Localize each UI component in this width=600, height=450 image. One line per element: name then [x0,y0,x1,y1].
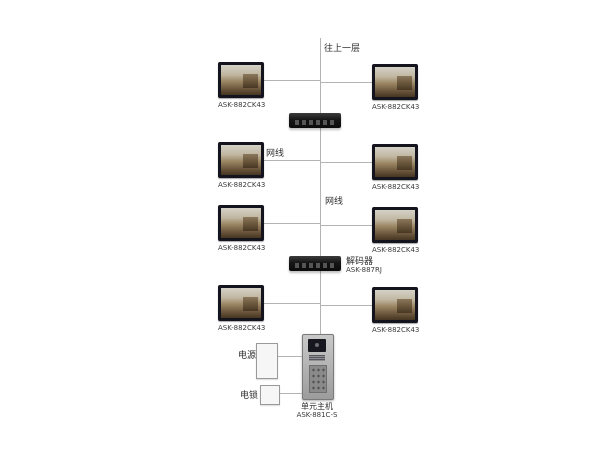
connector-line [276,356,302,357]
lock-label: 电锁 [240,391,259,401]
monitor-frame [218,142,264,178]
monitor-left-3: ASK-882CK43 [218,205,266,252]
connector-line [264,160,320,161]
monitor-model-label: ASK-882CK43 [372,183,420,191]
connector-line [264,80,320,81]
switch-ports [295,120,335,125]
switch-ports [295,263,335,268]
floor-up-label: 往上一层 [324,44,361,54]
door-station-keypad [309,365,327,393]
monitor-screen [375,147,415,177]
door-station-label: 单元主机 [301,402,333,411]
connector-line [264,223,320,224]
monitor-screen [375,67,415,97]
monitor-screen [221,145,261,175]
monitor-right-3: ASK-882CK43 [372,207,420,254]
power-label: 电源 [238,351,257,361]
monitor-model-label: ASK-882CK43 [218,244,266,252]
camera-lens-icon [315,343,319,347]
decoder-model: ASK-887RJ [346,266,382,274]
monitor-model-label: ASK-882CK43 [218,324,266,332]
door-station [302,334,334,400]
monitor-model-label: ASK-882CK43 [372,103,420,111]
monitor-screen [375,290,415,320]
monitor-model-label: ASK-882CK43 [372,246,420,254]
decoder-label: 解码器 [346,257,374,267]
cable-label: 网线 [325,197,344,207]
connector-line [278,393,302,394]
monitor-frame [372,207,418,243]
monitor-frame [372,287,418,323]
door-station-model: ASK-881C-S [296,411,338,419]
monitor-left-4: ASK-882CK43 [218,285,266,332]
monitor-screen [375,210,415,240]
monitor-screen [221,288,261,318]
connector-line [320,305,372,306]
monitor-right-1: ASK-882CK43 [372,64,420,111]
connector-line [320,162,372,163]
monitor-left-2: ASK-882CK43 [218,142,266,189]
door-station-camera [308,339,326,352]
monitor-model-label: ASK-882CK43 [372,326,420,334]
connector-line [320,225,372,226]
monitor-frame [218,205,264,241]
electric-lock-box [260,385,280,405]
monitor-model-label: ASK-882CK43 [218,101,266,109]
monitor-left-1: ASK-882CK43 [218,62,266,109]
cable-label: 网线 [266,149,285,159]
decoder-switch [289,256,341,271]
monitor-frame [218,62,264,98]
monitor-screen [221,208,261,238]
door-station-speaker [309,355,325,361]
connector-line [264,303,320,304]
monitor-right-4: ASK-882CK43 [372,287,420,334]
monitor-screen [221,65,261,95]
monitor-frame [372,64,418,100]
power-supply-box [256,343,278,379]
trunk-line [320,38,321,336]
monitor-model-label: ASK-882CK43 [218,181,266,189]
monitor-frame [372,144,418,180]
monitor-frame [218,285,264,321]
connector-line [320,82,372,83]
monitor-right-2: ASK-882CK43 [372,144,420,191]
network-switch [289,113,341,128]
